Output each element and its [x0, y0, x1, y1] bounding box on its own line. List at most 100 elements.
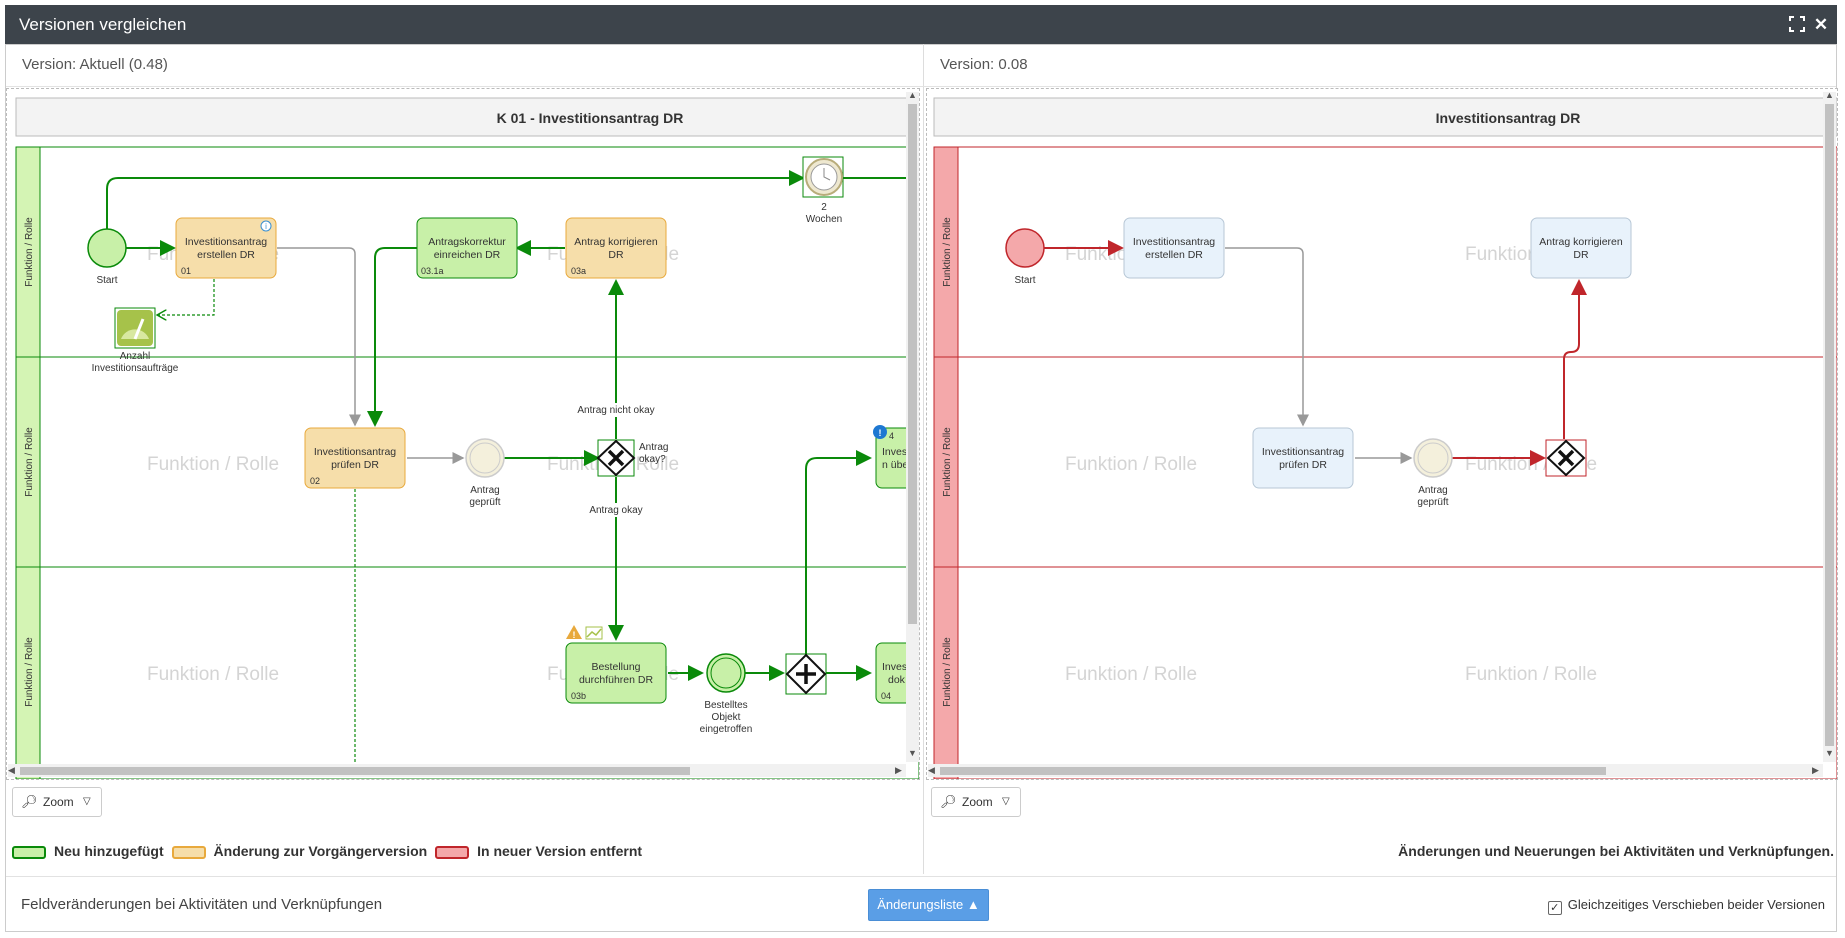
svg-text:03.1a: 03.1a	[421, 266, 444, 276]
chevron-down-icon: ▽	[1002, 796, 1010, 807]
dialog-title-bar: Versionen vergleichen ✕	[5, 5, 1837, 44]
sync-scroll-checkbox[interactable]: ✓ Gleichzeitiges Verschieben beider Versi…	[1547, 897, 1825, 915]
legend-removed: In neuer Version entfernt	[477, 843, 643, 859]
svg-text:erstellen DR: erstellen DR	[197, 249, 255, 261]
task-antrag-korrigieren[interactable]: Antrag korrigieren DR	[1530, 217, 1632, 279]
change-list-button[interactable]: Änderungsliste ▲	[868, 889, 989, 921]
svg-text:dok: dok	[888, 674, 906, 686]
start-event[interactable]	[1005, 228, 1045, 268]
legend-added: Neu hinzugefügt	[54, 843, 164, 859]
left-diagram-canvas[interactable]: K 01 - Investitionsantrag DR Funktion / …	[6, 88, 920, 780]
task-investitionsantrag-pruefen[interactable]: Investitionsantrag prüfen DR 02	[304, 427, 406, 489]
chevron-down-icon: ▽	[83, 796, 91, 807]
event-label: Objekt	[712, 712, 741, 723]
task-investitionsantrag-pruefen[interactable]: Investitionsantrag prüfen DR	[1252, 427, 1354, 489]
svg-text:erstellen DR: erstellen DR	[1145, 249, 1203, 261]
event-label: Bestelltes	[704, 700, 747, 711]
start-event-label: Start	[1014, 275, 1035, 286]
checkbox-checked-icon[interactable]: ✓	[1547, 901, 1562, 915]
svg-text:Inves: Inves	[882, 661, 907, 673]
task-investitionsantrag-erstellen[interactable]: Investitionsantrag erstellen DR 01 i	[175, 217, 277, 279]
task-antragskorrektur-einreichen[interactable]: Antragskorrektur einreichen DR 03.1a	[416, 217, 518, 279]
task-bestellung-durchfuehren[interactable]: Bestellung durchführen DR 03b	[565, 642, 667, 704]
event-label: Antrag	[1418, 485, 1447, 496]
svg-text:Investitionsantrag: Investitionsantrag	[1262, 446, 1344, 458]
left-vertical-scrollbar[interactable]: ▲ ▼	[906, 90, 919, 762]
event-label: eingetroffen	[700, 724, 753, 735]
svg-text:DR: DR	[608, 249, 624, 261]
legend-changed: Änderung zur Vorgängerversion	[213, 843, 428, 859]
right-horizontal-scrollbar[interactable]: ◀ ▶	[928, 764, 1823, 777]
watermark: Funktion / Rolle	[1065, 454, 1197, 475]
version-split-divider	[923, 44, 924, 874]
task-investitionsantrag-erstellen[interactable]: Investitionsantrag erstellen DR	[1123, 217, 1225, 279]
dialog-title: Versionen vergleichen	[19, 15, 187, 34]
timer-label: 2	[821, 202, 827, 213]
left-diagram-title: K 01 - Investitionsantrag DR	[497, 110, 684, 126]
legend-swatch-changed	[171, 845, 206, 859]
svg-text:Invest: Invest	[882, 446, 910, 458]
svg-text:Investitionsantrag: Investitionsantrag	[314, 446, 396, 458]
svg-text:4: 4	[889, 431, 894, 441]
start-event[interactable]	[87, 228, 127, 268]
kpi-label: Anzahl	[120, 351, 151, 362]
svg-text:prüfen DR: prüfen DR	[331, 459, 379, 471]
svg-text:Bestellung: Bestellung	[591, 661, 640, 673]
svg-text:DR: DR	[1573, 249, 1589, 261]
and-gateway[interactable]	[785, 653, 827, 695]
svg-text:Investitionsantrag: Investitionsantrag	[185, 236, 267, 248]
timer-event[interactable]	[802, 156, 844, 198]
svg-text:03a: 03a	[571, 266, 586, 276]
warning-icon: !	[566, 625, 582, 640]
watermark: Funktion / Rolle	[1065, 664, 1197, 685]
sync-scroll-label: Gleichzeitiges Verschieben beider Versio…	[1567, 897, 1825, 912]
close-icon[interactable]: ✕	[1813, 15, 1829, 34]
gateway-question: Antrag	[639, 442, 668, 453]
header-separator	[6, 86, 1836, 87]
left-lane-label-3: Funktion / Rolle	[24, 637, 35, 707]
svg-text:03b: 03b	[571, 691, 586, 701]
svg-text:04: 04	[881, 691, 891, 701]
gateway-question: okay?	[639, 454, 666, 465]
timer-label: Wochen	[806, 214, 843, 225]
intermediate-event-geprueft[interactable]	[465, 438, 505, 478]
intermediate-event-geprueft[interactable]	[1413, 438, 1453, 478]
xor-gateway[interactable]	[1545, 439, 1587, 477]
trend-chart-icon	[585, 626, 603, 640]
xor-gateway[interactable]	[596, 439, 636, 477]
watermark: Funktion / Rolle	[1465, 664, 1597, 685]
magnifier-icon: 🔎︎	[21, 794, 38, 809]
left-horizontal-scrollbar[interactable]: ◀ ▶	[8, 764, 906, 777]
task-antrag-korrigieren[interactable]: Antrag korrigieren DR 03a	[565, 217, 667, 279]
flow-label-not-ok: Antrag nicht okay	[577, 405, 654, 416]
svg-text:einreichen DR: einreichen DR	[434, 249, 501, 261]
event-label: geprüft	[469, 497, 500, 508]
left-zoom-dropdown[interactable]: 🔎︎ Zoom ▽	[12, 787, 102, 817]
intermediate-event-objekt[interactable]	[706, 653, 746, 693]
left-lane-label-1: Funktion / Rolle	[24, 217, 35, 287]
event-label: geprüft	[1417, 497, 1448, 508]
svg-text:!: !	[573, 630, 576, 640]
notification-icon: !	[879, 428, 882, 438]
legend-swatch-added	[12, 845, 46, 859]
right-lane-label-3: Funktion / Rolle	[942, 637, 953, 707]
svg-text:Investitionsantrag: Investitionsantrag	[1133, 236, 1215, 248]
right-vertical-scrollbar[interactable]: ▲ ▼	[1823, 90, 1836, 762]
expand-icon[interactable]	[1787, 5, 1807, 44]
kpi-label: Investitionsaufträge	[92, 363, 179, 374]
changes-note: Änderungen und Neuerungen bei Aktivitäte…	[1398, 843, 1834, 859]
right-zoom-dropdown[interactable]: 🔎︎ Zoom ▽	[931, 787, 1021, 817]
magnifier-icon: 🔎︎	[940, 794, 957, 809]
kpi-gauge-icon[interactable]	[114, 307, 156, 349]
svg-text:prüfen DR: prüfen DR	[1279, 459, 1327, 471]
right-lane-label-2: Funktion / Rolle	[942, 427, 953, 497]
field-changes-label: Feldveränderungen bei Aktivitäten und Ve…	[21, 896, 383, 913]
svg-text:02: 02	[310, 476, 320, 486]
svg-text:Antrag korrigieren: Antrag korrigieren	[1539, 236, 1623, 248]
left-version-label: Version: Aktuell (0.48)	[22, 56, 168, 73]
event-label: Antrag	[470, 485, 499, 496]
svg-text:Antragskorrektur: Antragskorrektur	[428, 236, 506, 248]
svg-text:n übe: n übe	[882, 459, 908, 471]
right-diagram-canvas[interactable]: Investitionsantrag DR Funktion / Rolle F…	[926, 88, 1838, 780]
svg-text:01: 01	[181, 266, 191, 276]
